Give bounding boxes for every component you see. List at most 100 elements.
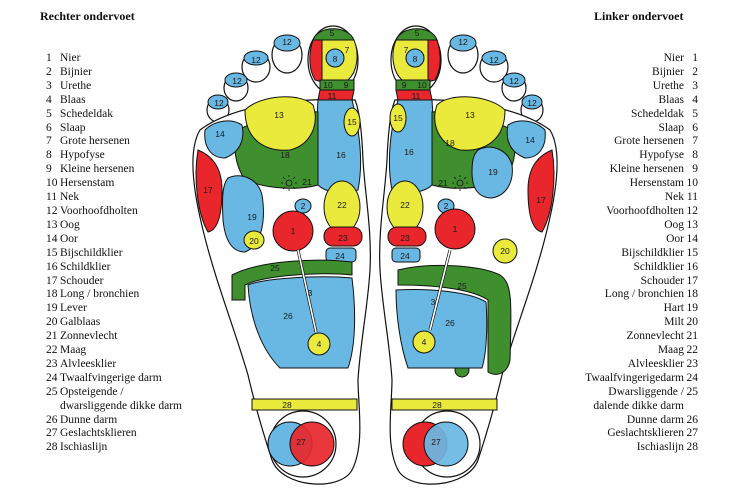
left-legend-number: 24 [686, 371, 699, 384]
zone-l-21-sun [452, 175, 468, 191]
right-legend-label: Schouder [60, 274, 104, 287]
label-r-16: 16 [336, 150, 346, 160]
zone-l-6 [427, 39, 441, 83]
right-legend-label: Slaap [60, 121, 86, 134]
left-legend-number: 16 [686, 260, 699, 273]
right-legend-label: Zonnevlecht [60, 330, 118, 343]
label-l-16: 16 [404, 147, 414, 157]
right-legend-label: Bijschildklier [60, 246, 123, 259]
zone-r-12c [224, 72, 248, 88]
left-legend-number: 20 [686, 316, 699, 329]
right-legend-number: 20 [46, 316, 58, 329]
zone-l-4 [412, 330, 436, 354]
left-legend-label: Urethe [652, 79, 684, 92]
zone-l-12a [449, 34, 477, 52]
right-legend-number: 16 [46, 260, 58, 273]
left-legend-label: Schedeldak [630, 107, 684, 120]
zone-r-15 [343, 107, 361, 137]
label-l-20: 20 [500, 246, 510, 256]
right-legend-number: 6 [46, 121, 52, 134]
right-legend-number: 5 [46, 107, 52, 120]
right-legend-number: 2 [46, 65, 52, 78]
label-l-12d: 12 [527, 98, 537, 108]
right-legend-number: 18 [46, 288, 58, 301]
right-legend-item: 6 Slaap [46, 122, 201, 136]
zone-r-14 [204, 120, 244, 159]
left-foot-heading: Linker ondervoet [594, 9, 684, 23]
label-l-15: 15 [393, 113, 403, 123]
right-legend-label: Hersenstam [60, 177, 115, 190]
right-legend-label: Ischiaslijn [60, 441, 108, 454]
right-legend-number: 13 [46, 218, 58, 231]
right-legend-label: Urethe [60, 79, 92, 92]
label-l-23: 23 [400, 233, 410, 243]
label-r-19: 19 [247, 212, 257, 222]
zone-r-2 [294, 198, 312, 214]
left-legend-label: Twaalfvingerigedarm [585, 371, 684, 384]
right-legend-number: 26 [46, 413, 58, 426]
right-foot-heading: Rechter ondervoet [40, 9, 135, 23]
zone-r-1 [272, 210, 314, 252]
right-legend-label: Opsteigende / [60, 385, 124, 398]
zone-r-4 [307, 332, 331, 356]
label-l-8: 8 [413, 54, 418, 64]
right-legend-label: Blaas [60, 93, 86, 106]
right-legend-number: 19 [46, 302, 58, 315]
left-legend-number: 23 [686, 357, 699, 370]
zone-l-13 [434, 96, 506, 151]
right-legend-label: Oog [60, 218, 80, 231]
label-l-19: 19 [488, 167, 498, 177]
right-legend-number: 27 [46, 427, 58, 440]
right-legend-label: Grote hersenen [60, 135, 130, 148]
label-l-12b: 12 [489, 55, 499, 65]
zone-r-8 [325, 48, 345, 68]
right-legend-label: Galblaas [60, 316, 101, 329]
zone-r-13 [244, 96, 316, 151]
zone-l-23 [387, 226, 427, 247]
zone-l-1 [434, 208, 476, 250]
right-legend-item: dwarsliggende dikke darm [46, 400, 201, 414]
right-legend-number: 1 [46, 52, 52, 64]
left-legend-number: 18 [686, 288, 699, 301]
left-legend-number: 7 [692, 135, 698, 148]
left-legend-number: 17 [686, 274, 699, 287]
label-r-2: 2 [301, 201, 306, 211]
left-legend-number: 27 [686, 427, 699, 440]
left-legend-label: Dunne darm [626, 413, 684, 426]
zone-r-27-red [289, 421, 335, 467]
left-legend-label: Nek [664, 191, 684, 204]
zone-l-28 [391, 398, 498, 411]
left-legend-number: 8 [692, 149, 698, 162]
label-r-24: 24 [335, 251, 345, 261]
zone-labels: 5 7 8 9 10 11 12 12 12 12 13 14 15 16 17… [203, 28, 546, 447]
zone-r-21-sun [281, 175, 297, 191]
label-r-3: 3 [308, 288, 313, 298]
label-r-8: 8 [333, 54, 338, 64]
left-legend-item: Dwarsliggende /25 [548, 386, 698, 400]
zone-l-15 [389, 103, 407, 133]
right-legend-label: Geslachtsklieren [60, 427, 137, 440]
left-legend-label: Geslachtsklieren [607, 427, 684, 440]
label-r-12a: 12 [282, 37, 292, 47]
label-r-15: 15 [347, 117, 357, 127]
zone-r-23 [323, 226, 363, 247]
right-legend-label: Long / bronchien [60, 288, 140, 301]
